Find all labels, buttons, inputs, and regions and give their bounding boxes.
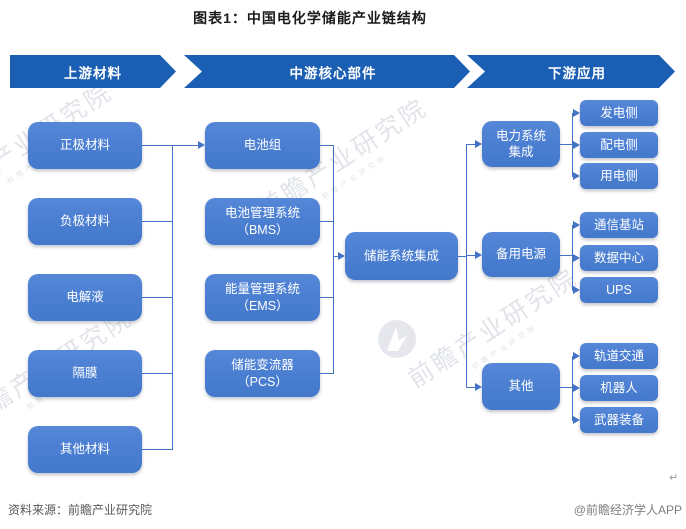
connector-line <box>466 387 476 388</box>
arrowhead-icon <box>475 383 482 391</box>
connector-line <box>333 256 339 257</box>
connector-line <box>466 255 476 256</box>
node-robots: 机器人 <box>580 375 658 401</box>
banner-downstream-label: 下游应用 <box>548 65 606 81</box>
banner-downstream: 下游应用 <box>467 55 675 88</box>
connector-line <box>142 145 172 146</box>
connector-line <box>560 144 572 145</box>
figure-title: 图表1：中国电化学储能产业链结构 <box>193 10 427 26</box>
arrowhead-icon <box>475 251 482 259</box>
connector-line <box>142 297 172 298</box>
connector-line <box>142 373 172 374</box>
node-anode-materials: 负极材料 <box>28 198 142 245</box>
arrowhead-icon <box>573 254 580 262</box>
connector-bus <box>466 144 467 388</box>
banner-upstream: 上游材料 <box>10 55 176 88</box>
arrowhead-icon <box>573 172 580 180</box>
connector-line <box>320 221 333 222</box>
node-cathode-materials: 正极材料 <box>28 122 142 169</box>
node-pcs: 储能变流器（PCS） <box>205 350 320 397</box>
connector-line <box>142 221 172 222</box>
node-weapons-equipment: 武器装备 <box>580 407 658 433</box>
connector-line <box>320 145 333 146</box>
arrowhead-icon <box>475 140 482 148</box>
node-battery-pack: 电池组 <box>205 122 320 169</box>
node-other-materials: 其他材料 <box>28 426 142 473</box>
node-storage-system-integration: 储能系统集成 <box>345 232 458 280</box>
source-note: 资料来源：前瞻产业研究院 <box>8 503 153 517</box>
node-rail-transit: 轨道交通 <box>580 343 658 369</box>
node-generation-side: 发电侧 <box>580 100 658 126</box>
banner-midstream: 中游核心部件 <box>184 55 470 88</box>
arrowhead-icon <box>198 141 205 149</box>
arrowhead-icon <box>338 252 345 260</box>
node-backup-power: 备用电源 <box>482 232 560 277</box>
arrowhead-icon <box>573 109 580 117</box>
connector-line <box>320 373 333 374</box>
brand-note: @前瞻经济学人APP <box>573 503 682 517</box>
connector-bus <box>172 145 173 450</box>
arrowhead-icon <box>573 221 580 229</box>
arrowhead-icon <box>573 286 580 294</box>
node-distribution-side: 配电侧 <box>580 132 658 158</box>
watermark-logo-icon <box>378 320 416 358</box>
connector-line <box>560 255 572 256</box>
arrowhead-icon <box>573 416 580 424</box>
connector-line <box>142 449 172 450</box>
node-consumption-side: 用电侧 <box>580 163 658 189</box>
node-data-center: 数据中心 <box>580 245 658 271</box>
arrowhead-icon <box>573 384 580 392</box>
connector-line <box>466 144 476 145</box>
connector-line <box>320 297 333 298</box>
connector-line <box>560 387 572 388</box>
arrowhead-icon <box>573 352 580 360</box>
node-separator: 隔膜 <box>28 350 142 397</box>
node-telecom-base-station: 通信基站 <box>580 212 658 238</box>
node-others: 其他 <box>482 363 560 410</box>
connector-line <box>172 145 199 146</box>
connector-bus <box>333 145 334 374</box>
node-electrolyte: 电解液 <box>28 274 142 321</box>
paragraph-return-mark: ↵ <box>669 472 679 484</box>
banner-upstream-label: 上游材料 <box>64 65 122 81</box>
node-power-system-integration: 电力系统集成 <box>482 121 560 167</box>
banner-midstream-label: 中游核心部件 <box>289 65 377 81</box>
arrowhead-icon <box>573 141 580 149</box>
node-ems: 能量管理系统（EMS） <box>205 274 320 321</box>
connector-line <box>458 256 467 257</box>
node-ups: UPS <box>580 277 658 303</box>
node-bms: 电池管理系统（BMS） <box>205 198 320 245</box>
